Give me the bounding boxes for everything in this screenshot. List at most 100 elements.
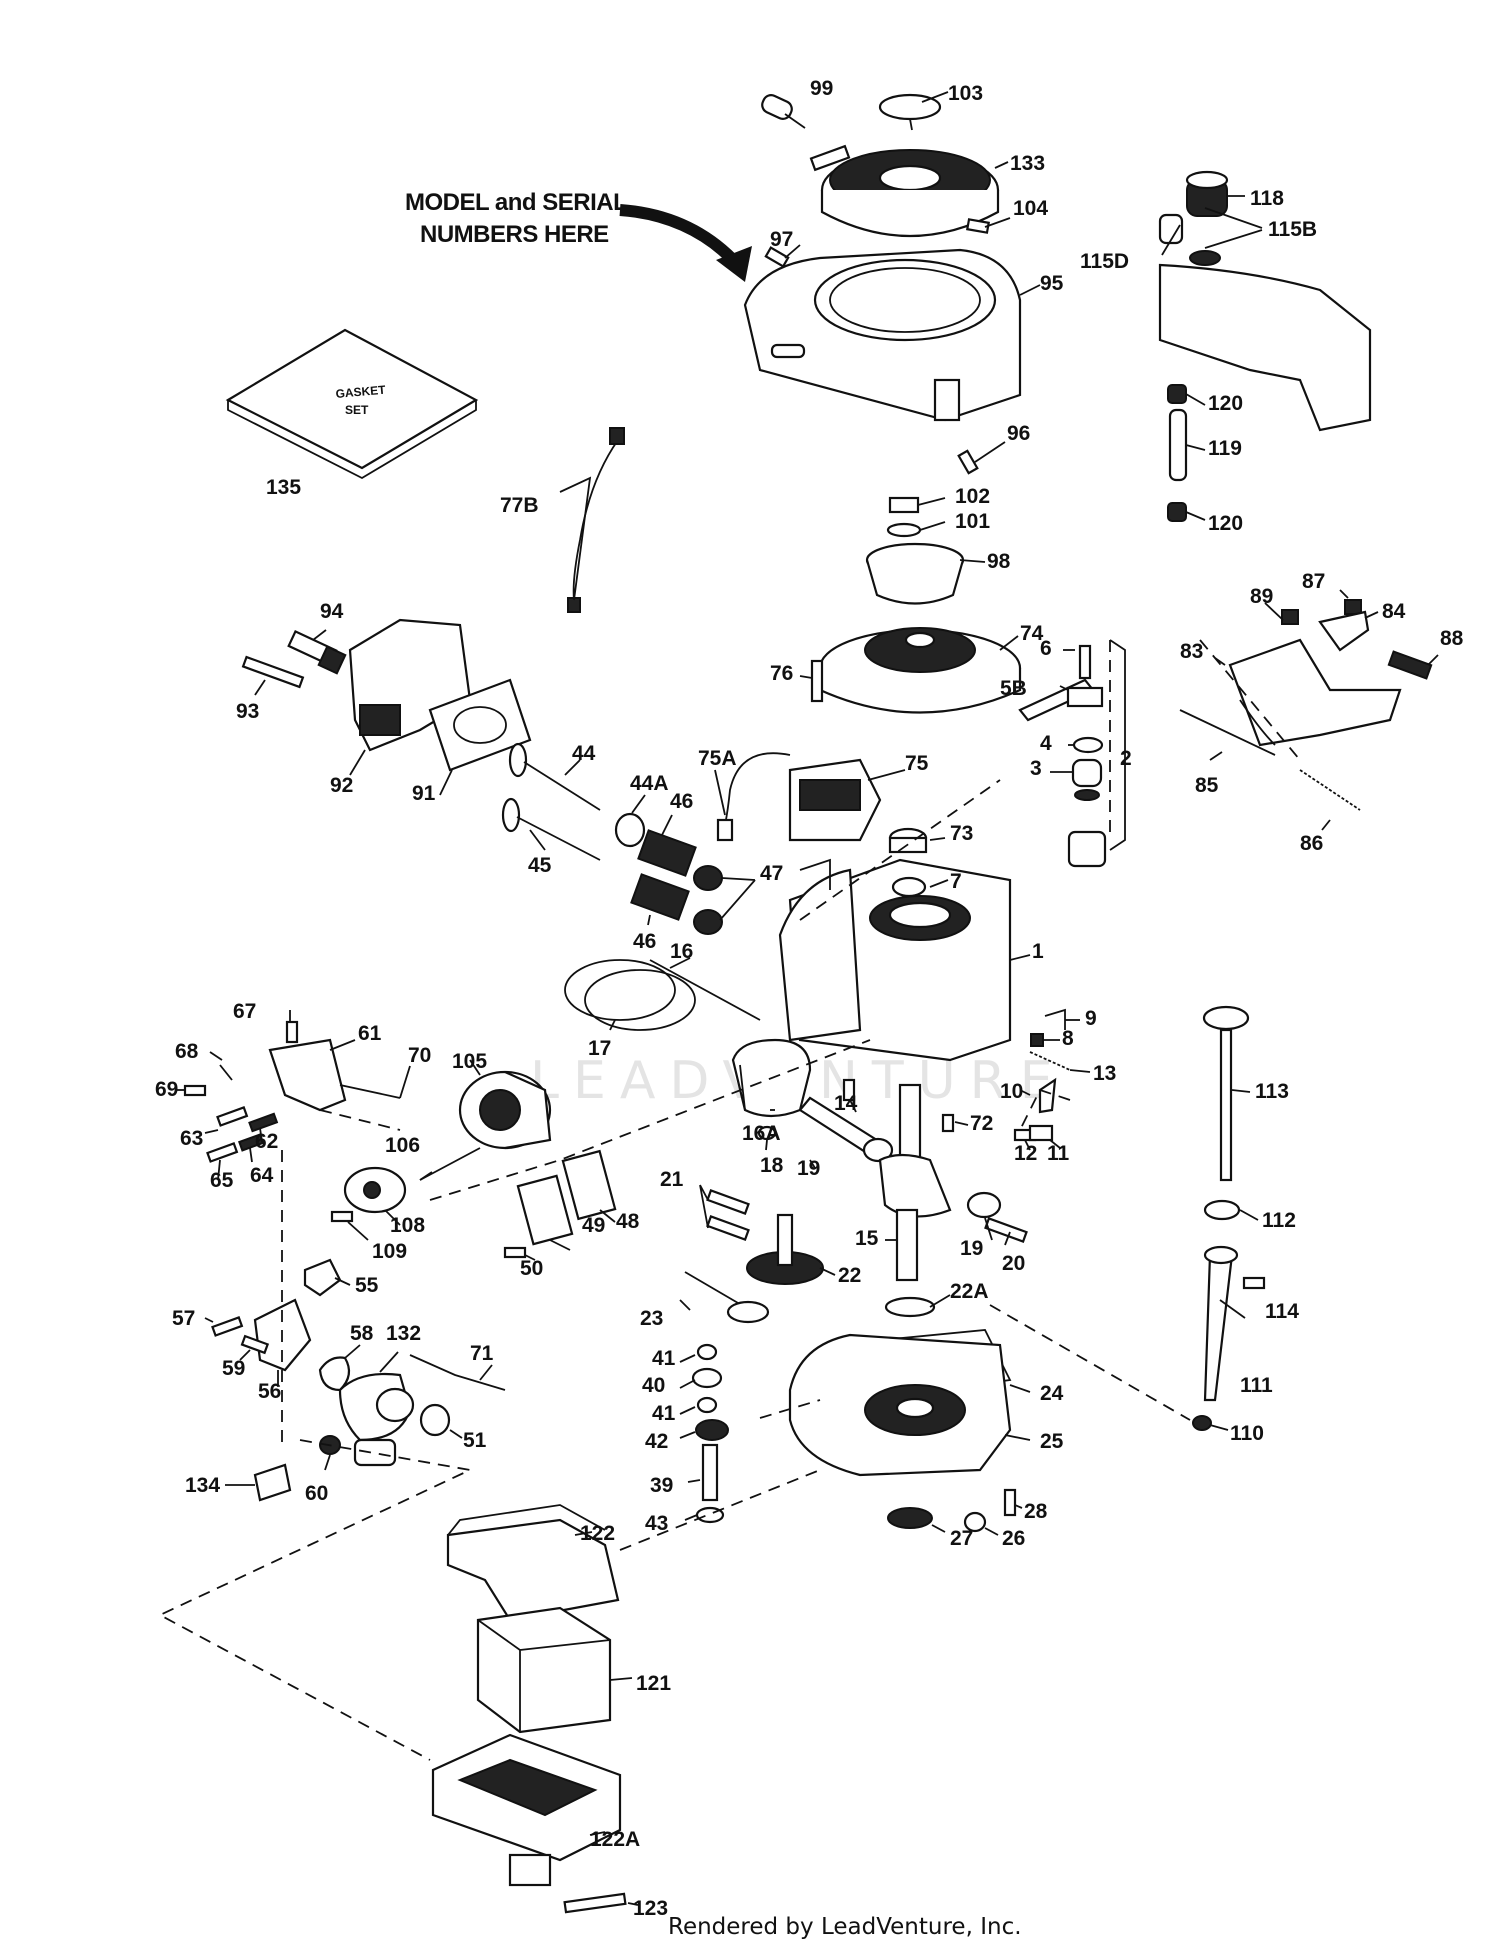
piston-rings-17[interactable] (564, 959, 696, 1031)
nut-102[interactable] (888, 496, 920, 514)
fill-tube-111[interactable] (1203, 1245, 1239, 1402)
key-72[interactable] (941, 1113, 955, 1133)
recoil-starter-133[interactable] (809, 144, 1000, 238)
starter-cup-98[interactable] (865, 542, 965, 605)
cylinder-block-1[interactable] (778, 858, 1012, 1062)
washer-41-upper[interactable] (696, 1343, 718, 1361)
screw-28[interactable] (1003, 1488, 1017, 1517)
bolt-106[interactable] (419, 1147, 481, 1181)
camshaft-23[interactable] (684, 1271, 770, 1324)
nut-8[interactable] (1030, 1033, 1044, 1047)
retainer-87[interactable] (1344, 599, 1362, 615)
clamp-120-lower[interactable] (1167, 502, 1187, 522)
ignition-module-75[interactable] (788, 758, 882, 842)
bracket-5B[interactable] (1018, 678, 1104, 722)
seal-44A[interactable] (614, 812, 646, 848)
screw-114[interactable] (1242, 1276, 1266, 1290)
screw-59[interactable] (240, 1334, 270, 1355)
dipstick-113[interactable] (1202, 1005, 1250, 1182)
clip-18[interactable] (757, 1125, 777, 1141)
head-gasket-91[interactable] (428, 678, 532, 772)
connecting-rod-19[interactable] (798, 1096, 894, 1163)
wrist-pin-16[interactable] (649, 959, 761, 1021)
fuel-line-119[interactable] (1168, 408, 1188, 482)
lever-10[interactable] (1038, 1077, 1057, 1114)
screw-57[interactable] (211, 1316, 244, 1337)
screw-123[interactable] (563, 1892, 627, 1914)
clamp-120-upper[interactable] (1167, 384, 1187, 404)
spark-plug-94[interactable] (287, 629, 347, 675)
lead-75A[interactable] (716, 752, 791, 842)
screw-76[interactable] (810, 659, 824, 703)
screw-63[interactable] (216, 1106, 249, 1127)
plate-134[interactable] (253, 1463, 292, 1502)
carburetor-132[interactable] (338, 1372, 415, 1467)
crankcase-cover-25[interactable] (788, 1333, 1012, 1477)
control-plate-61[interactable] (268, 1038, 347, 1112)
clip-11[interactable] (1028, 1124, 1054, 1142)
screw-50[interactable] (503, 1246, 527, 1259)
fuel-tank-115B[interactable] (1158, 250, 1372, 432)
bolt-93[interactable] (241, 655, 305, 689)
o-ring-112[interactable] (1203, 1199, 1241, 1221)
screw-6[interactable] (1078, 644, 1092, 680)
screw-109[interactable] (330, 1210, 354, 1223)
bearing-73[interactable] (888, 827, 928, 854)
blower-housing-95[interactable] (743, 248, 1022, 422)
spring-88[interactable] (1387, 650, 1433, 680)
seal-27[interactable] (887, 1507, 933, 1529)
cup-2b[interactable] (1067, 830, 1107, 868)
control-bracket-83[interactable] (1228, 638, 1402, 747)
flywheel-74[interactable] (818, 627, 1022, 714)
link-85[interactable] (1179, 709, 1276, 756)
gasket-55[interactable] (303, 1258, 342, 1297)
point-2a[interactable] (1074, 789, 1100, 801)
washer-101[interactable] (886, 522, 922, 538)
link-70[interactable] (339, 1084, 401, 1099)
gear-42[interactable] (695, 1419, 729, 1441)
starter-handle-99[interactable] (760, 93, 795, 122)
washer-22A[interactable] (884, 1296, 936, 1318)
plug-26[interactable] (963, 1511, 987, 1533)
spring-62[interactable] (248, 1112, 279, 1133)
valve-45[interactable] (501, 797, 601, 861)
valve-spring-46-lower[interactable] (630, 873, 690, 921)
spring-13[interactable] (1029, 1051, 1071, 1071)
gasket-48[interactable] (561, 1149, 617, 1221)
gasket-51[interactable] (419, 1403, 451, 1437)
dowel-14[interactable] (842, 1078, 856, 1102)
air-cleaner-base-122A[interactable] (431, 1733, 622, 1887)
filter-element-121[interactable] (476, 1606, 612, 1734)
gasket-49[interactable] (516, 1174, 574, 1246)
screw-65[interactable] (206, 1142, 239, 1163)
gasket-set-135[interactable]: GASKET SET (225, 328, 479, 480)
nut-89[interactable] (1281, 609, 1299, 625)
lever-84[interactable] (1318, 610, 1370, 652)
governor-gear-22[interactable] (746, 1213, 824, 1285)
fitting-115D[interactable] (1158, 213, 1184, 245)
screw-21[interactable] (706, 1189, 750, 1241)
spacer-40[interactable] (691, 1367, 723, 1389)
rod-cap-19[interactable] (966, 1191, 1002, 1219)
screw-104[interactable] (966, 218, 990, 234)
cylinder-3[interactable] (1071, 758, 1103, 788)
valve-44[interactable] (508, 742, 601, 811)
screw-96[interactable] (957, 449, 979, 475)
fuel-cap-118[interactable] (1185, 170, 1229, 217)
shaft-39[interactable] (701, 1443, 719, 1502)
washer-41-lower[interactable] (696, 1396, 718, 1414)
bracket-9[interactable] (1044, 1008, 1066, 1030)
valve-spring-46-upper[interactable] (637, 829, 697, 877)
screw-97[interactable] (764, 246, 790, 268)
ring-4[interactable] (1072, 736, 1104, 754)
muffler-105[interactable] (458, 1070, 552, 1150)
seal-110[interactable] (1192, 1415, 1212, 1431)
crankshaft-15[interactable] (878, 1083, 952, 1282)
screw-67[interactable] (285, 1020, 299, 1044)
retainer-47[interactable] (693, 865, 723, 935)
seal-7[interactable] (891, 876, 927, 898)
spring-68[interactable] (219, 1064, 233, 1081)
cap-103[interactable] (878, 93, 942, 131)
spacer-108[interactable] (343, 1166, 407, 1214)
screw-69[interactable] (183, 1084, 207, 1097)
